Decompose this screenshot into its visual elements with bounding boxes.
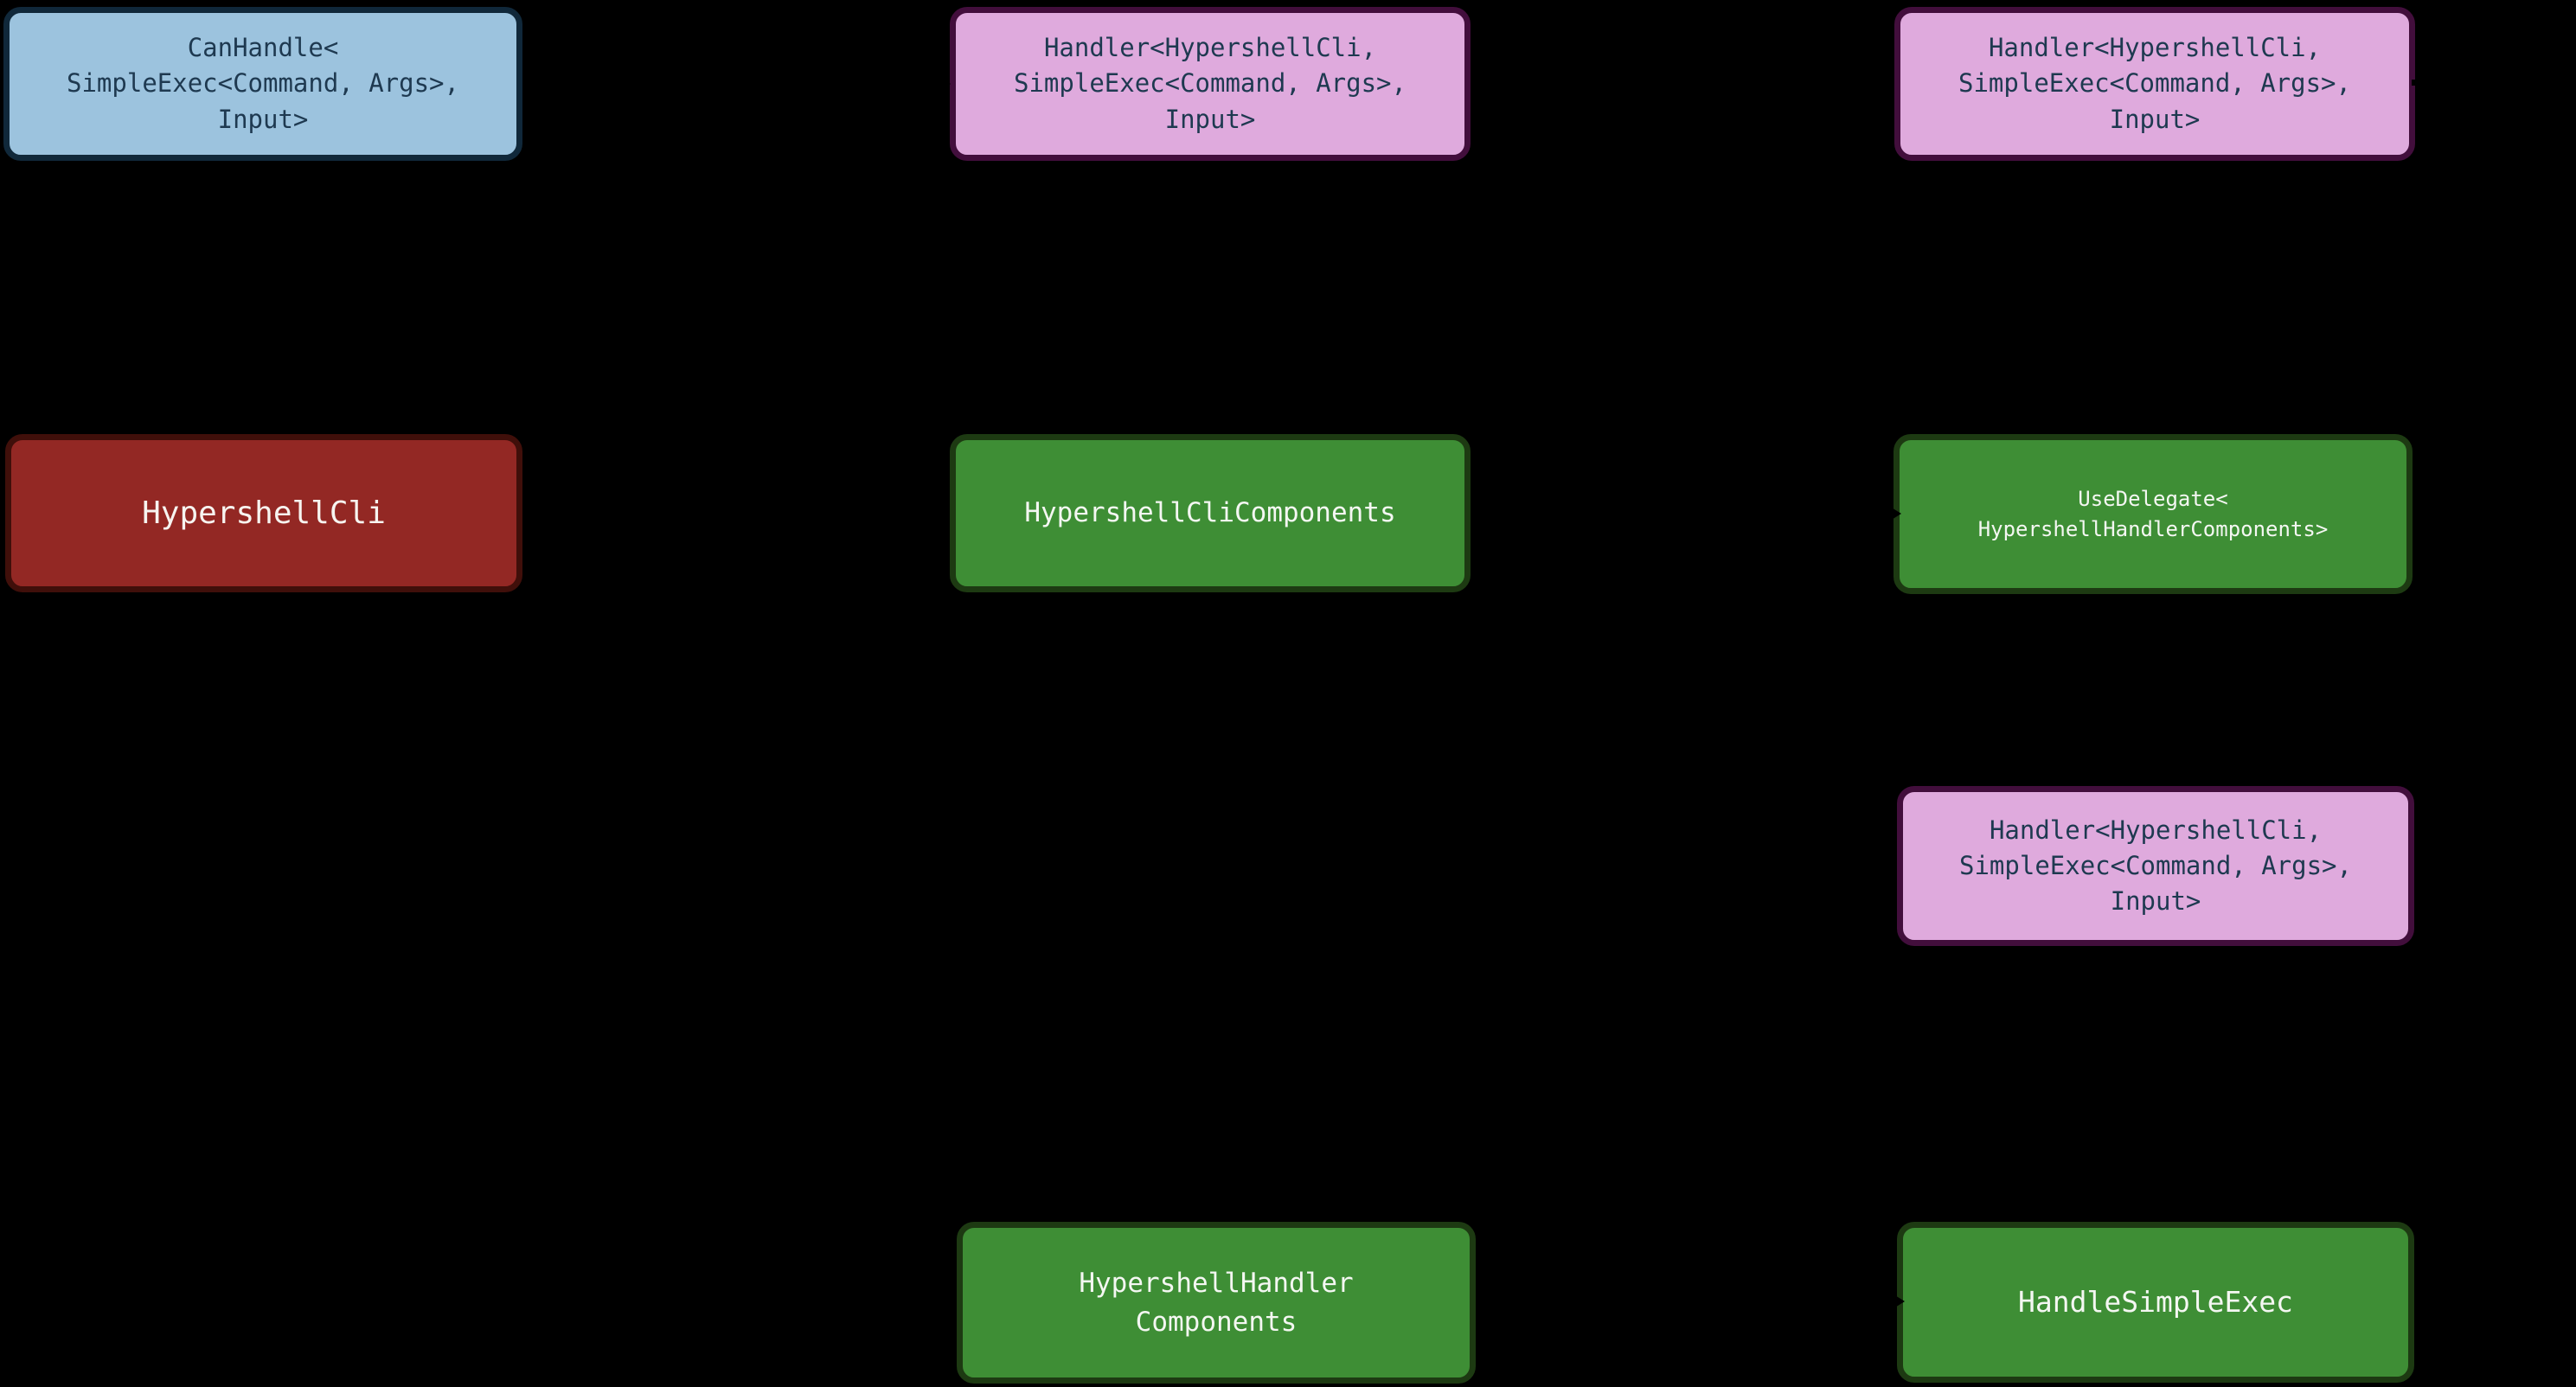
node-handler-hypershellcli-middle-right: Handler<HypershellCli, SimpleExec<Comman…: [1897, 786, 2414, 946]
node-label: HypershellCliComponents: [1024, 497, 1396, 529]
node-label: HypershellCli: [142, 495, 386, 531]
node-label: Handler<HypershellCli, SimpleExec<Comman…: [1958, 33, 2351, 134]
edge-arrowhead-icon: [1887, 505, 1901, 522]
node-handler-hypershellcli-top-center: Handler<HypershellCli, SimpleExec<Comman…: [950, 7, 1471, 161]
node-label: UseDelegate< HypershellHandlerComponents…: [1977, 487, 2329, 541]
node-label: Handler<HypershellCli, SimpleExec<Comman…: [1014, 33, 1407, 134]
node-canhandle-simpleexec: CanHandle< SimpleExec<Command, Args>, In…: [3, 7, 522, 161]
node-label: Handler<HypershellCli, SimpleExec<Comman…: [1959, 815, 2352, 917]
node-usedelegate-hypershellhandlercomponents: UseDelegate< HypershellHandlerComponents…: [1894, 434, 2413, 594]
node-handlesimpleexec: HandleSimpleExec: [1897, 1222, 2414, 1383]
node-hypershellhandlercomponents: HypershellHandler Components: [957, 1222, 1476, 1384]
edge-arrowhead-icon: [937, 75, 951, 93]
node-label: HandleSimpleExec: [2018, 1284, 2293, 1319]
node-hypershellcli: HypershellCli: [5, 434, 522, 592]
node-label: CanHandle< SimpleExec<Command, Args>, In…: [67, 33, 459, 134]
node-label: HypershellHandler Components: [1079, 1268, 1354, 1338]
edge-arrowhead-icon: [1891, 1293, 1905, 1310]
node-handler-hypershellcli-top-right: Handler<HypershellCli, SimpleExec<Comman…: [1894, 7, 2415, 161]
edge-stub-icon: [2412, 80, 2431, 86]
node-hypershellclicomponents: HypershellCliComponents: [950, 434, 1471, 592]
